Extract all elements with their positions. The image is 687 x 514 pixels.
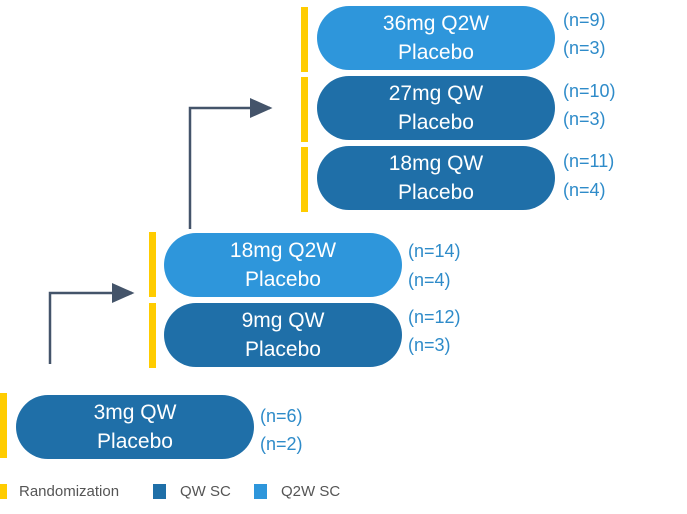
cohort-pill: 36mg Q2W Placebo (317, 6, 555, 70)
arrow-step-2 (188, 98, 273, 229)
n-dose: (n=6) (260, 406, 303, 426)
n-placebo: (n=3) (408, 335, 451, 355)
dose-label: 18mg QW (388, 152, 484, 175)
cohort-pill: 27mg QW Placebo (317, 76, 555, 140)
n-placebo: (n=3) (563, 109, 606, 129)
randomization-bar (301, 147, 308, 212)
legend-q2w: Q2W SC (254, 483, 340, 500)
randomization-bar (149, 303, 156, 368)
dose-label: 27mg QW (388, 82, 484, 105)
n-dose: (n=11) (563, 151, 615, 171)
control-label: Placebo (398, 111, 474, 134)
control-label: Placebo (245, 268, 321, 291)
randomization-swatch (0, 484, 7, 499)
cohort-pill: 18mg Q2W Placebo (164, 233, 402, 297)
randomization-bar (301, 7, 308, 72)
dose-label: 36mg Q2W (382, 12, 490, 35)
control-label: Placebo (398, 41, 474, 64)
cohort-pill: 9mg QW Placebo (164, 303, 402, 367)
n-dose: (n=9) (563, 10, 606, 30)
n-dose: (n=12) (408, 307, 461, 327)
randomization-bar (149, 232, 156, 297)
control-label: Placebo (97, 430, 173, 453)
randomization-bar (0, 393, 7, 458)
legend-label: Q2W SC (281, 483, 341, 500)
cohort-pill: 3mg QW Placebo (16, 395, 254, 459)
n-placebo: (n=4) (563, 180, 606, 200)
n-dose: (n=14) (408, 241, 461, 261)
dose-label: 18mg Q2W (229, 239, 337, 262)
legend-label: Randomization (19, 483, 120, 500)
dose-label: 3mg QW (93, 401, 177, 424)
arrow-step-1 (48, 283, 135, 364)
n-dose: (n=10) (563, 81, 616, 101)
control-label: Placebo (245, 338, 321, 361)
legend-qw: QW SC (153, 483, 231, 500)
cohort-pill: 18mg QW Placebo (317, 146, 555, 210)
qw-swatch (153, 484, 166, 499)
n-placebo: (n=2) (260, 434, 303, 454)
n-placebo: (n=4) (408, 270, 451, 290)
legend-randomization: Randomization (0, 483, 119, 500)
control-label: Placebo (398, 181, 474, 204)
legend-label: QW SC (180, 483, 231, 500)
randomization-bar (301, 77, 308, 142)
n-placebo: (n=3) (563, 38, 606, 58)
dose-label: 9mg QW (241, 309, 325, 332)
q2w-swatch (254, 484, 267, 499)
